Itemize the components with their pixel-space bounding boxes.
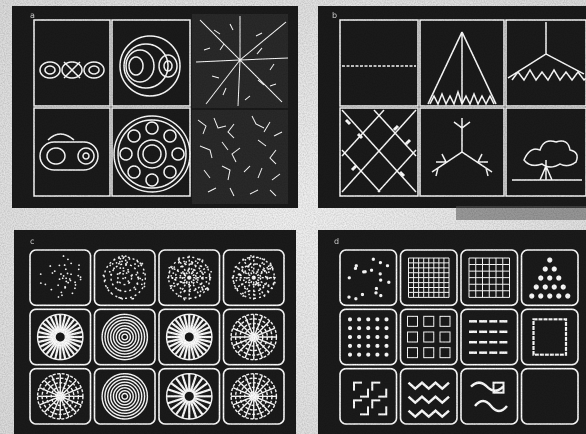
- figure-sheet: a b c d: [0, 0, 586, 434]
- photocopy-grain: [0, 0, 586, 434]
- figure-canvas: a b c d: [0, 0, 586, 434]
